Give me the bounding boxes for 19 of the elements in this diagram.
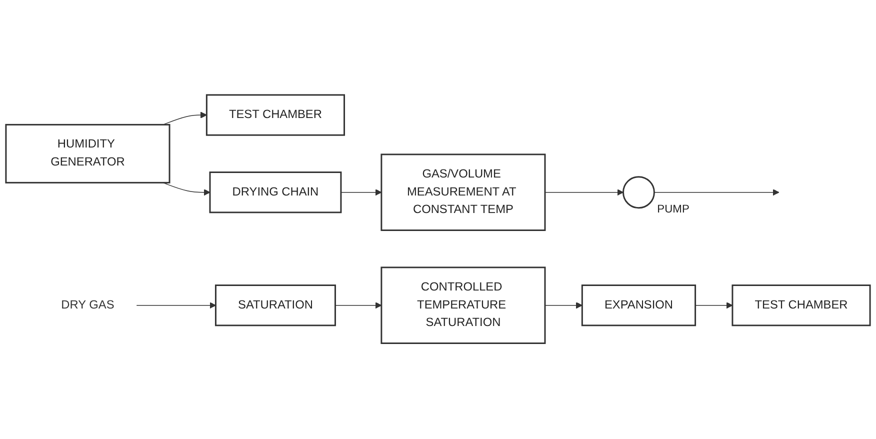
arrow [136, 302, 216, 309]
node-box: HUMIDITY GENERATOR [5, 124, 170, 184]
node-box: TEST CHAMBER [206, 94, 345, 136]
node-box: CONTROLLED TEMPERATURE SATURATION [380, 267, 546, 344]
node-text: DRY GAS [61, 299, 114, 312]
arrow [544, 302, 582, 309]
arrow [654, 189, 780, 196]
node-box: TEST CHAMBER [732, 284, 871, 327]
arrow [334, 302, 382, 309]
arrow [694, 302, 733, 309]
node-box: DRYING CHAIN [209, 172, 342, 214]
node-circle [622, 176, 655, 209]
node-box: EXPANSION [581, 284, 696, 327]
arrow [340, 189, 382, 196]
arrow [544, 189, 624, 196]
node-box: GAS/VOLUME MEASUREMENT AT CONSTANT TEMP [380, 154, 546, 232]
arrow [162, 112, 207, 126]
node-caption: PUMP [657, 204, 690, 216]
node-box: SATURATION [214, 284, 336, 327]
